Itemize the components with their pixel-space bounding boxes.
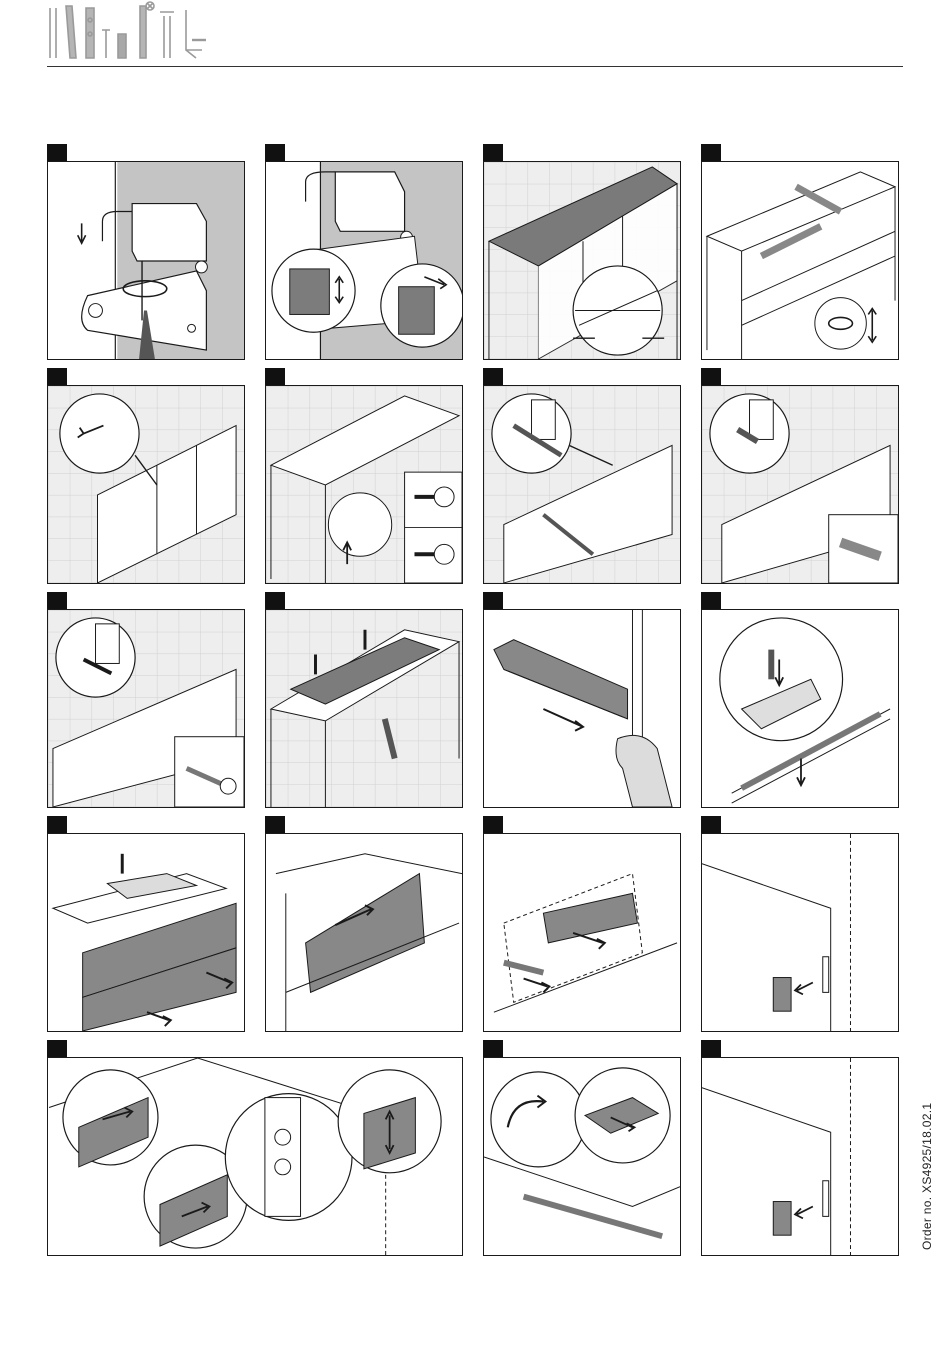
- step-number-marker: [47, 368, 67, 385]
- step-number-marker: [701, 144, 721, 161]
- step-number-marker: [47, 144, 67, 161]
- illustration-cabinet-bracket: [483, 385, 681, 584]
- step-number-marker: [701, 368, 721, 385]
- illustration-basin: [265, 609, 463, 808]
- step-number-marker: [483, 592, 503, 609]
- step-number-marker: [265, 144, 285, 161]
- illustration-drawer-slide: [265, 833, 463, 1032]
- step-number-marker: [483, 368, 503, 385]
- illustration-cabinet-dowel: [701, 385, 899, 584]
- step-number-marker: [701, 592, 721, 609]
- illustration-cabinet-top: [483, 161, 681, 360]
- illustration-runner-clip: [701, 609, 899, 808]
- illustration-drawer-tilt: [483, 1057, 681, 1256]
- illustration-cabinet-wall-screw: [47, 609, 245, 808]
- step-number-marker: [483, 144, 503, 161]
- illustration-front-adjust: [47, 1057, 463, 1256]
- step-number-marker: [47, 816, 67, 833]
- illustration-cabinet-level: [701, 161, 899, 360]
- step-number-marker: [265, 368, 285, 385]
- illustration-front-panel: [701, 1057, 899, 1256]
- illustration-mixer-install: [47, 161, 245, 360]
- tools-logo-icon: [46, 0, 216, 62]
- illustration-cabinet-wall-bolt: [47, 385, 245, 584]
- step-number-marker: [265, 816, 285, 833]
- illustration-drawer-remove: [483, 833, 681, 1032]
- illustration-mixer-adjust: [265, 161, 463, 360]
- step-number-marker: [47, 592, 67, 609]
- step-number-marker: [483, 816, 503, 833]
- step-number-marker: [483, 1040, 503, 1057]
- order-number: Order no. XS4925/18.02.1: [920, 1103, 934, 1250]
- step-number-marker: [701, 1040, 721, 1057]
- illustration-front-panel: [701, 833, 899, 1032]
- illustration-runner-release: [483, 609, 681, 808]
- step-number-marker: [265, 592, 285, 609]
- illustration-cabinet-screws: [265, 385, 463, 584]
- illustration-drawers-insert: [47, 833, 245, 1032]
- step-number-marker: [47, 1040, 67, 1057]
- header-rule: [47, 66, 903, 67]
- step-number-marker: [701, 816, 721, 833]
